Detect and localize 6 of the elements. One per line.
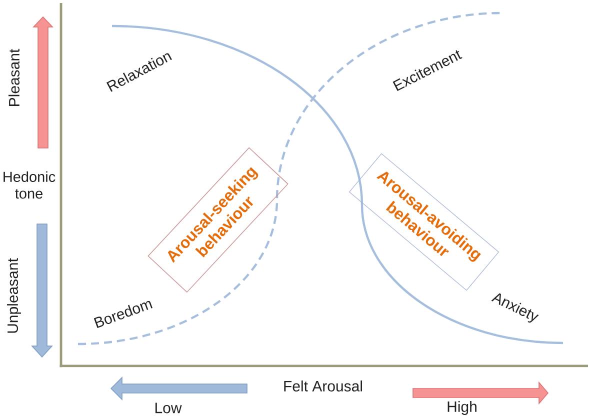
axis-label: Felt Arousal <box>284 380 362 392</box>
axis-label: Low <box>155 402 182 414</box>
axis-label: High <box>448 401 476 415</box>
axis-label: Unpleasant <box>7 258 21 333</box>
axis-label: Hedonic tone <box>4 171 56 199</box>
axis-label: Pleasant <box>8 48 20 106</box>
